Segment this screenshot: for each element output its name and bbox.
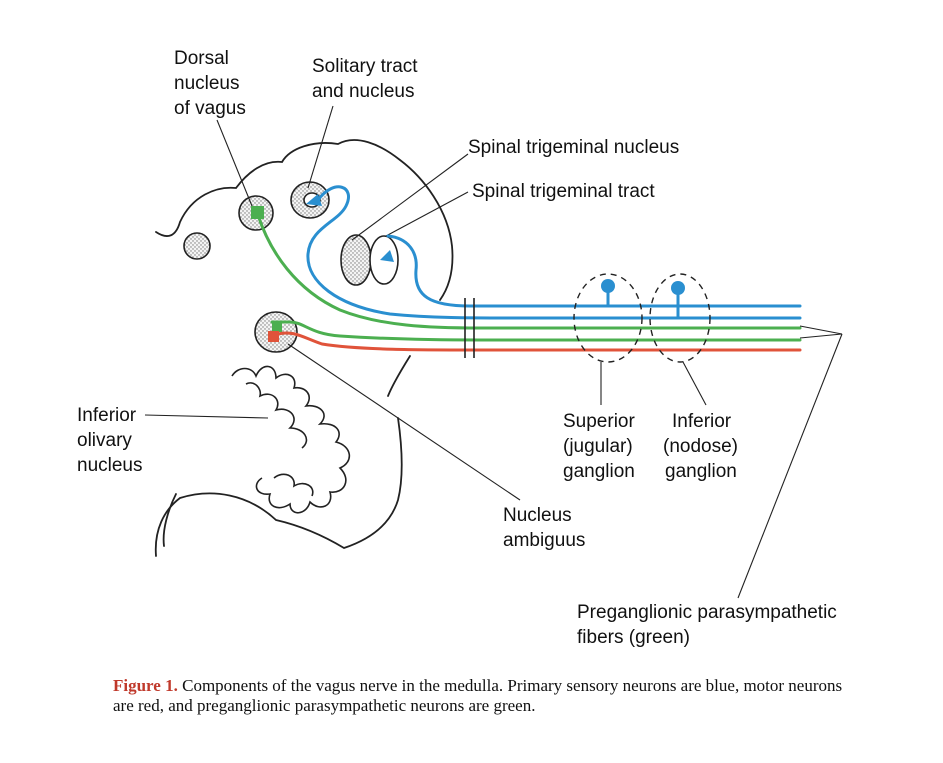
label-nucleus-ambiguus: Nucleus ambiguus xyxy=(503,505,585,551)
label-dorsal-nucleus: Dorsal nucleus of vagus xyxy=(174,48,246,119)
label-superior-ganglion: Superior (jugular) ganglion xyxy=(563,411,640,482)
inferior-olivary-shape xyxy=(231,365,351,514)
inferior-ganglion-outline xyxy=(649,273,711,363)
label-spinal-trigeminal-nucleus: Spinal trigeminal nucleus xyxy=(468,137,679,158)
exit-bars xyxy=(464,298,475,358)
vagus-nerve-diagram: Dorsal nucleus of vagus Solitary tract a… xyxy=(77,48,843,648)
figure-caption: Figure 1. Components of the vagus nerve … xyxy=(113,676,853,716)
parasympathetic-fibers xyxy=(256,213,802,342)
label-inferior-ganglion: Inferior (nodose) ganglion xyxy=(663,411,743,482)
label-preganglionic: Preganglionic parasympathetic fibers (gr… xyxy=(577,602,842,648)
medulla-outline xyxy=(154,139,454,557)
superior-ganglion-outline xyxy=(573,273,643,363)
label-spinal-trigeminal-tract: Spinal trigeminal tract xyxy=(472,181,655,202)
nuclei xyxy=(183,181,399,353)
motor-fibers xyxy=(276,331,802,352)
leader-lines xyxy=(144,105,843,599)
parasympathetic-cells xyxy=(251,206,282,332)
label-inferior-olivary: Inferior olivary nucleus xyxy=(77,405,143,476)
caption-text: Components of the vagus nerve in the med… xyxy=(113,676,843,715)
spinal-trigeminal-nucleus xyxy=(340,234,372,286)
sensory-arrowheads xyxy=(306,194,685,295)
ganglia xyxy=(573,273,711,363)
small-nucleus xyxy=(183,232,211,260)
superior-ganglion-cell xyxy=(601,279,615,293)
motor-cells xyxy=(268,331,279,342)
caption-label: Figure 1. xyxy=(113,676,178,695)
inferior-ganglion-cell xyxy=(671,281,685,295)
label-solitary: Solitary tract and nucleus xyxy=(312,56,423,102)
